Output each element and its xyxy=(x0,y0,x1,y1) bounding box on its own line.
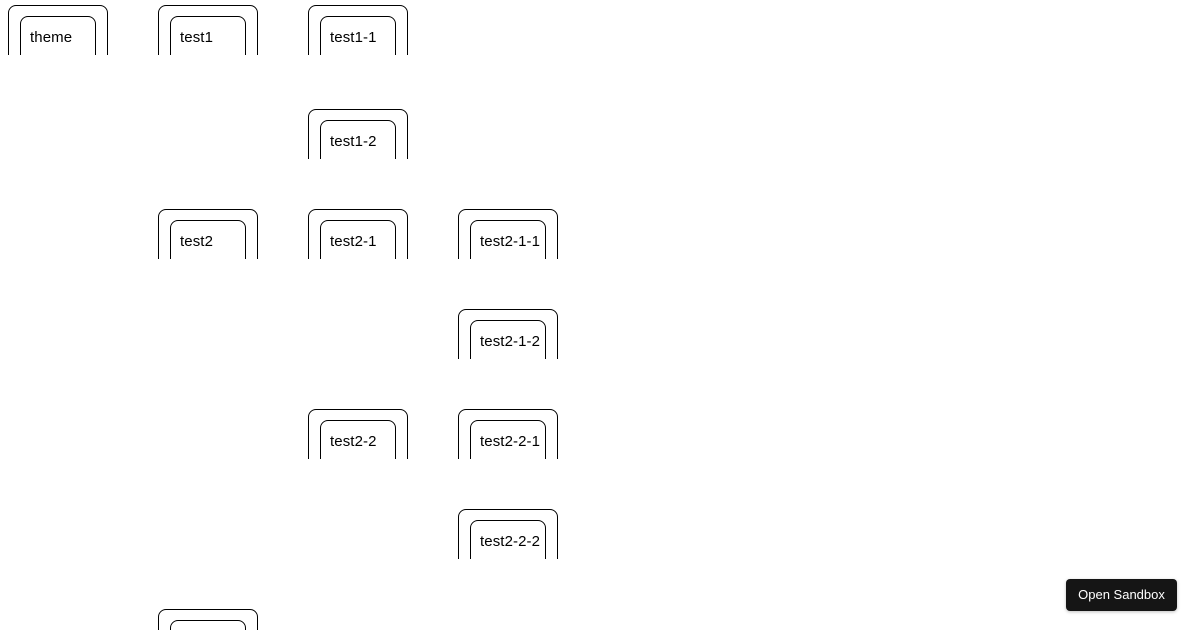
tree-node[interactable]: test2-1-2 xyxy=(458,309,558,359)
tree-node-label: test2-1 xyxy=(330,233,377,250)
tree-node-inner-frame: test1 xyxy=(170,16,246,55)
tree-node-label: theme xyxy=(30,29,73,46)
tree-node-outer-frame: test2-2-1 xyxy=(458,409,558,459)
tree-node-label: test2-1-1 xyxy=(480,233,541,250)
tree-node-inner-frame: test1-1 xyxy=(320,16,396,55)
tree-node-outer-frame: test2-2-2 xyxy=(458,509,558,559)
tree-node-label: test1 xyxy=(180,29,214,46)
tree-node-outer-frame: test1 xyxy=(158,5,258,55)
tree-node-outer-frame: test2-2 xyxy=(308,409,408,459)
tree-node-label: test2-2-2 xyxy=(480,533,541,550)
tree-node-label: test2-2 xyxy=(330,433,377,450)
tree-node-outer-frame: test1-2 xyxy=(308,109,408,159)
tree-node-label: test1-2 xyxy=(330,133,377,150)
tree-node-label: test1-1 xyxy=(330,29,377,46)
tree-node-inner-frame: test1-2 xyxy=(320,120,396,159)
tree-node-inner-frame: test2-2 xyxy=(320,420,396,459)
tree-node[interactable]: test2 xyxy=(158,209,258,259)
tree-node-outer-frame: test2 xyxy=(158,209,258,259)
tree-node-inner-frame xyxy=(170,620,246,630)
tree-node-outer-frame: test2-1-2 xyxy=(458,309,558,359)
tree-node-outer-frame xyxy=(158,609,258,630)
tree-node-outer-frame: test2-1 xyxy=(308,209,408,259)
tree-node[interactable]: test2-2-2 xyxy=(458,509,558,559)
tree-node-label: test2-2-1 xyxy=(480,433,541,450)
tree-node[interactable]: test2-2-1 xyxy=(458,409,558,459)
tree-node-inner-frame: test2-2-2 xyxy=(470,520,546,559)
open-sandbox-button[interactable]: Open Sandbox xyxy=(1066,579,1177,611)
tree-node-outer-frame: theme xyxy=(8,5,108,55)
tree-node-outer-frame: test2-1-1 xyxy=(458,209,558,259)
tree-node[interactable]: test1 xyxy=(158,5,258,55)
tree-node[interactable]: test2-1-1 xyxy=(458,209,558,259)
tree-node[interactable] xyxy=(158,609,258,630)
tree-node[interactable]: test2-1 xyxy=(308,209,408,259)
tree-node-inner-frame: theme xyxy=(20,16,96,55)
tree-node-inner-frame: test2-1 xyxy=(320,220,396,259)
tree-node[interactable]: test2-2 xyxy=(308,409,408,459)
tree-node-label: test2-1-2 xyxy=(480,333,541,350)
tree-node-inner-frame: test2-1-1 xyxy=(470,220,546,259)
tree-node-inner-frame: test2 xyxy=(170,220,246,259)
tree-node[interactable]: theme xyxy=(8,5,108,55)
tree-node-inner-frame: test2-1-2 xyxy=(470,320,546,359)
tree-node[interactable]: test1-2 xyxy=(308,109,408,159)
tree-node-outer-frame: test1-1 xyxy=(308,5,408,55)
tree-node[interactable]: test1-1 xyxy=(308,5,408,55)
tree-node-inner-frame: test2-2-1 xyxy=(470,420,546,459)
tree-node-label: test2 xyxy=(180,233,214,250)
